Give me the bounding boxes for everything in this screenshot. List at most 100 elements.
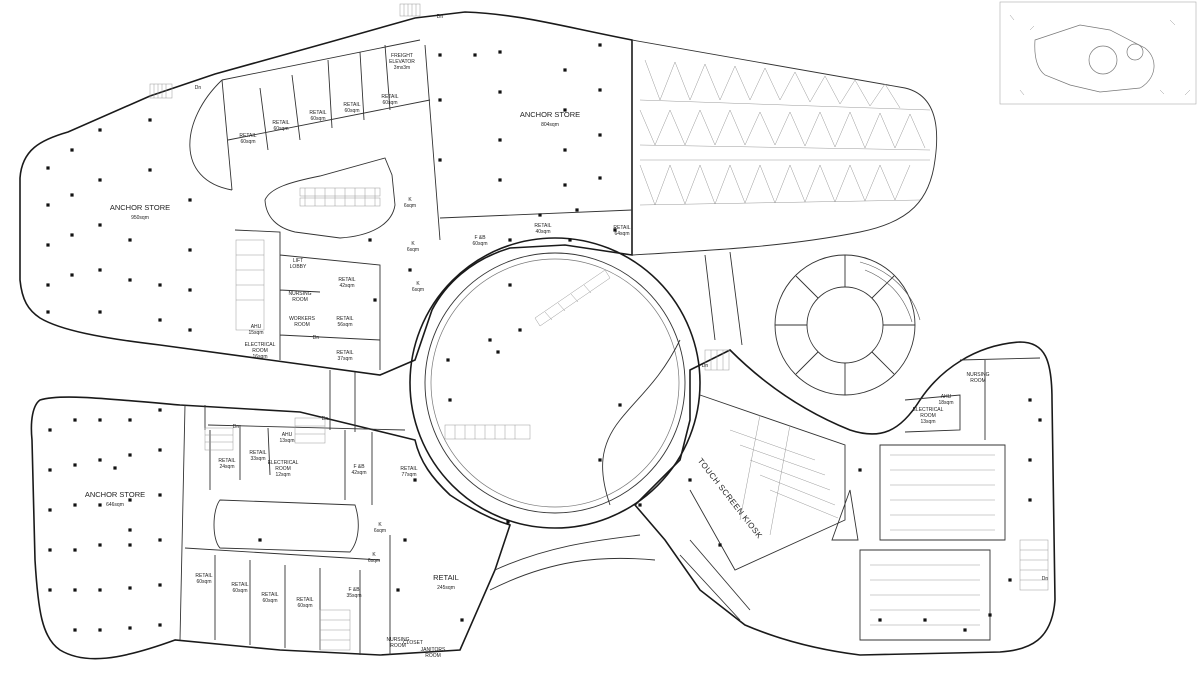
room-area: 60sqm <box>344 108 359 114</box>
room-name: ELECTRICAL <box>245 342 276 348</box>
column-marker <box>98 588 102 592</box>
column-marker <box>46 283 50 287</box>
room-name: FREIGHT <box>391 53 413 59</box>
column-marker <box>128 626 132 630</box>
room-name: RETAIL <box>381 94 398 100</box>
column-marker <box>46 243 50 247</box>
room-area: 35sqm <box>346 593 361 599</box>
column-marker <box>98 268 102 272</box>
column-marker <box>70 233 74 237</box>
stair-down-label: Dn <box>195 85 202 91</box>
column-marker <box>1028 498 1032 502</box>
northwest-wing: Dn Dn Dn <box>19 3 633 376</box>
stair-down-label: Dn <box>702 363 709 369</box>
column-marker <box>98 128 102 132</box>
room-area: 6sqm <box>412 287 424 293</box>
column-marker <box>413 478 417 482</box>
column-marker <box>148 118 152 122</box>
room-area: 60sqm <box>273 126 288 132</box>
column-marker <box>48 548 52 552</box>
column-marker <box>438 53 442 57</box>
room-area: 42sqm <box>351 470 366 476</box>
column-marker <box>188 248 192 252</box>
east-wing: Dn Dn <box>633 341 1056 656</box>
room-name: ROOM <box>292 297 308 303</box>
room-name: RETAIL <box>261 592 278 598</box>
column-marker <box>128 418 132 422</box>
column-marker <box>48 468 52 472</box>
column-marker <box>73 588 77 592</box>
room-area: 60sqm <box>240 139 255 145</box>
room-name: LIFT <box>293 258 303 264</box>
column-marker <box>128 238 132 242</box>
room-name: RETAIL <box>239 133 256 139</box>
stair-down-label: Dn <box>322 416 329 422</box>
column-marker <box>446 358 450 362</box>
column-marker <box>408 268 412 272</box>
column-marker <box>158 283 162 287</box>
column-marker <box>498 138 502 142</box>
column-marker <box>563 68 567 72</box>
room-name: F &B <box>474 235 486 241</box>
room-name: ELEVATOR <box>389 59 415 65</box>
stair-down-label: Dn <box>1042 576 1049 582</box>
column-marker <box>128 543 132 547</box>
column-marker <box>258 538 262 542</box>
room-name: ROOM <box>294 322 310 328</box>
room-area: 6sqm <box>368 558 380 564</box>
room-area: 60sqm <box>297 603 312 609</box>
room-name: RETAIL <box>336 350 353 356</box>
column-marker <box>188 328 192 332</box>
room-area: 3mx3m <box>394 65 410 71</box>
room-name: ROOM <box>920 413 936 419</box>
column-marker <box>448 398 452 402</box>
room-area: 60sqm <box>310 116 325 122</box>
stair-down-label: Dn <box>437 14 444 20</box>
room-name: ANCHOR STORE <box>110 203 170 212</box>
room-name: K <box>372 552 376 558</box>
room-name: RETAIL <box>613 225 630 231</box>
column-marker <box>563 148 567 152</box>
room-name: RETAIL <box>195 573 212 579</box>
column-marker <box>498 178 502 182</box>
column-marker <box>73 503 77 507</box>
column-marker <box>48 508 52 512</box>
room-area: 16sqm <box>252 354 267 360</box>
column-marker <box>598 176 602 180</box>
column-marker <box>158 583 162 587</box>
room-name: K <box>378 522 382 528</box>
column-marker <box>1028 398 1032 402</box>
column-marker <box>496 350 500 354</box>
column-marker <box>613 228 617 232</box>
stair-down-label: Dn <box>233 424 240 430</box>
column-marker <box>563 183 567 187</box>
room-name: CLOSET <box>403 640 423 646</box>
room-area: 24sqm <box>219 464 234 470</box>
room-name: RETAIL <box>534 223 551 229</box>
column-marker <box>98 418 102 422</box>
column-marker <box>1038 418 1042 422</box>
column-marker <box>48 428 52 432</box>
column-marker <box>688 478 692 482</box>
column-marker <box>128 498 132 502</box>
column-marker <box>878 618 882 622</box>
